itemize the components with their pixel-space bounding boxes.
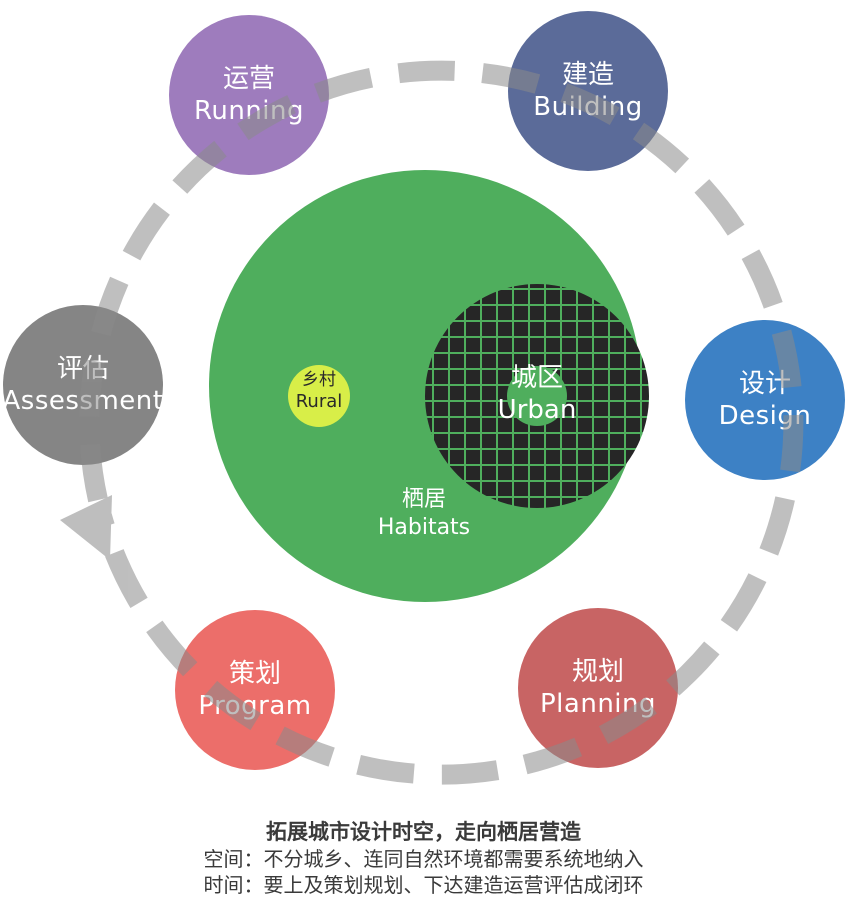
rural-label: 乡村 Rural (279, 370, 359, 413)
node-program-zh: 策划 (228, 659, 281, 689)
caption-space-line: 空间：不分城乡、连同自然环境都需要系统地纳入 (203, 847, 644, 871)
caption: 拓展城市设计时空，走向栖居营造 空间：不分城乡、连同自然环境都需要系统地纳入 时… (0, 818, 847, 898)
node-planning-en: Planning (540, 689, 656, 719)
node-building-en: Building (533, 92, 643, 122)
habitats-zh: 栖居 (401, 487, 446, 512)
node-building[interactable]: 建造 Building (508, 11, 668, 171)
rural-en: Rural (295, 391, 343, 412)
habitats-en: Habitats (377, 515, 471, 540)
node-running[interactable]: 运营 Running (169, 15, 329, 175)
node-running-zh: 运营 (222, 64, 275, 94)
urban-en: Urban (497, 395, 577, 425)
urban-label: 城区 Urban (477, 362, 597, 426)
node-program-en: Program (198, 691, 312, 721)
node-design-en: Design (718, 401, 812, 431)
node-design[interactable]: 设计 Design (685, 320, 845, 480)
node-building-zh: 建造 (561, 60, 614, 90)
urban-zh: 城区 (510, 363, 563, 393)
node-assessment-en: Assessment (2, 386, 164, 416)
caption-time-line: 时间：要上及策划规划、下达建造运营评估成闭环 (203, 873, 644, 897)
node-design-zh: 设计 (738, 369, 791, 399)
node-assessment[interactable]: 评估 Assessment (3, 305, 163, 465)
node-assessment-zh: 评估 (56, 354, 109, 384)
node-program[interactable]: 策划 Program (175, 610, 335, 770)
habitats-label: 栖居 Habitats (354, 486, 494, 542)
rural-zh: 乡村 (302, 370, 336, 390)
node-planning-zh: 规划 (571, 657, 624, 687)
node-planning[interactable]: 规划 Planning (518, 608, 678, 768)
caption-title: 拓展城市设计时空，走向栖居营造 (266, 820, 581, 844)
node-running-en: Running (193, 96, 305, 126)
